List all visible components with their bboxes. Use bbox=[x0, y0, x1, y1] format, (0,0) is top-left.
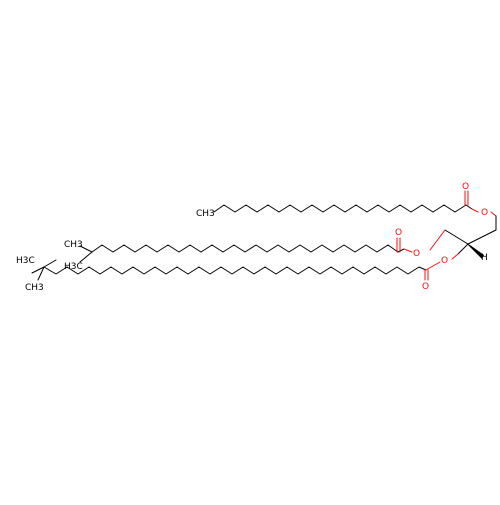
label-ch3-top: CH3 bbox=[196, 209, 215, 219]
carbonyl-1-ester-bond bbox=[471, 208, 479, 213]
acyl-chain-3 bbox=[43, 266, 427, 275]
label-o-carbonyl-3: O bbox=[422, 282, 429, 292]
carbonyl-2-ester-bond bbox=[403, 248, 413, 253]
carbonyl-3-ester-bond bbox=[425, 261, 441, 271]
acyl-chain-3-ethyl bbox=[31, 259, 57, 274]
methyl-branch-chain-3 bbox=[37, 266, 45, 281]
isopropyl-branch-bottom bbox=[79, 251, 93, 263]
carbonyl-2-to-ester-o bbox=[397, 248, 405, 253]
label-o-carbonyl-2: O bbox=[395, 228, 402, 238]
glycerol-to-ester-o2 bbox=[429, 229, 446, 251]
label-h3c-bot: H3C bbox=[16, 256, 35, 266]
acyl-chain-1 bbox=[213, 204, 467, 213]
ester-o1-to-glycerol bbox=[490, 211, 497, 217]
stereo-wedge bbox=[466, 243, 484, 259]
glycerol-c2-to-ester-o3-a bbox=[457, 243, 469, 255]
acyl-chain-2 bbox=[91, 244, 399, 253]
isopropyl-branch-top bbox=[79, 245, 93, 253]
label-h-stereo: H bbox=[481, 253, 488, 263]
carbonyl-1-to-ester-o bbox=[465, 204, 473, 210]
label-o-carbonyl-1: O bbox=[462, 182, 469, 192]
glycerol-backbone bbox=[444, 215, 497, 245]
label-o-ester-2: O bbox=[413, 249, 420, 259]
glycerol-c2-to-ester-o3-b bbox=[451, 253, 459, 260]
label-o-ester-3: O bbox=[441, 256, 448, 266]
label-h3c-mid: H3C bbox=[64, 262, 83, 272]
label-ch3-mid: CH3 bbox=[64, 240, 83, 250]
label-o-ester-1: O bbox=[481, 208, 488, 218]
label-ch3-bot: CH3 bbox=[25, 283, 44, 293]
